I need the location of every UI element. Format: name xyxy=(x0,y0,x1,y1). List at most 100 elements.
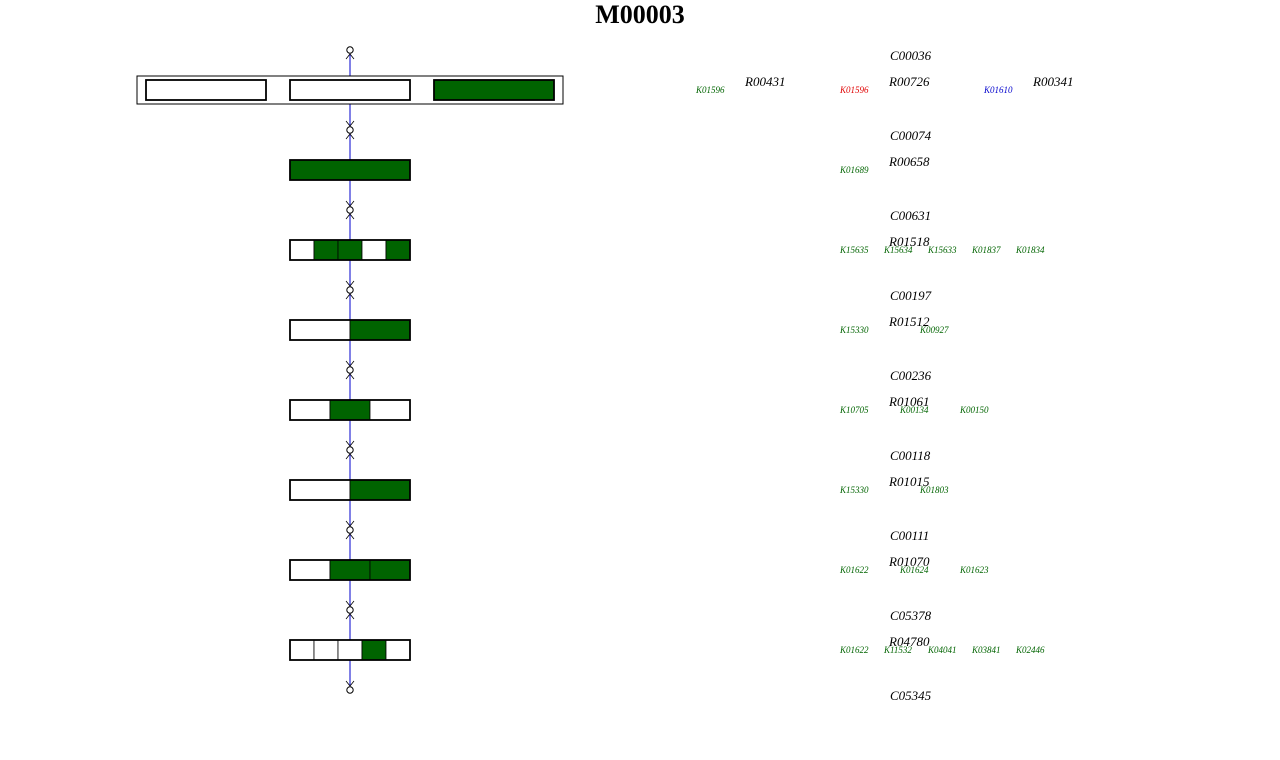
compound-label[interactable]: C00111 xyxy=(890,528,929,543)
ko-label[interactable]: K00150 xyxy=(959,405,989,415)
ortholog-box-present[interactable] xyxy=(433,79,555,101)
ko-label[interactable]: K01610 xyxy=(983,85,1013,95)
ko-label[interactable]: K01837 xyxy=(971,245,1001,255)
reaction-label[interactable]: R04780 xyxy=(888,634,930,649)
arrowhead xyxy=(345,613,355,620)
ko-label[interactable]: K11532 xyxy=(883,645,912,655)
ko-label[interactable]: K01803 xyxy=(919,485,949,495)
ortholog-box-present[interactable] xyxy=(349,319,411,341)
arrowhead xyxy=(345,200,355,207)
enzyme-block[interactable] xyxy=(289,559,411,581)
reaction-label[interactable]: R01518 xyxy=(888,234,930,249)
compound-label[interactable]: C05378 xyxy=(890,608,932,623)
reaction-label[interactable]: R01512 xyxy=(888,314,930,329)
ortholog-box-absent[interactable] xyxy=(145,79,267,101)
compound-node[interactable] xyxy=(346,286,354,294)
arrowhead xyxy=(345,533,355,540)
ortholog-box-present[interactable] xyxy=(329,559,371,581)
compound-node[interactable] xyxy=(346,526,354,534)
arrowhead xyxy=(345,120,355,127)
compound-node[interactable] xyxy=(346,366,354,374)
ko-label[interactable]: K15634 xyxy=(883,245,913,255)
ortholog-box-absent[interactable] xyxy=(289,479,351,501)
ko-label[interactable]: K01689 xyxy=(839,165,869,175)
ortholog-box-absent[interactable] xyxy=(289,79,411,101)
ko-label[interactable]: K15330 xyxy=(839,325,869,335)
enzyme-block[interactable] xyxy=(289,479,411,501)
compound-label[interactable]: C00631 xyxy=(890,208,931,223)
ortholog-box-absent[interactable] xyxy=(289,319,351,341)
compound-label[interactable]: C00118 xyxy=(890,448,931,463)
compound-node[interactable] xyxy=(346,686,354,694)
ko-label[interactable]: K10705 xyxy=(839,405,869,415)
enzyme-block[interactable] xyxy=(289,159,411,181)
ko-label[interactable]: K15633 xyxy=(927,245,957,255)
enzyme-block[interactable] xyxy=(145,79,267,101)
enzyme-block[interactable] xyxy=(289,239,411,261)
ortholog-box-absent[interactable] xyxy=(337,639,363,661)
ortholog-box-present[interactable] xyxy=(313,239,339,261)
ko-label[interactable]: K15635 xyxy=(839,245,869,255)
reaction-label[interactable]: R00726 xyxy=(888,74,930,89)
arrowhead xyxy=(345,680,355,687)
ortholog-box-absent[interactable] xyxy=(289,399,331,421)
arrowhead xyxy=(345,293,355,300)
ortholog-box-absent[interactable] xyxy=(313,639,339,661)
compound-label[interactable]: C00197 xyxy=(890,288,932,303)
ortholog-box-present[interactable] xyxy=(289,159,411,181)
ko-label[interactable]: K01596 xyxy=(695,85,725,95)
compound-label[interactable]: C05345 xyxy=(890,688,932,703)
reaction-label[interactable]: R01070 xyxy=(888,554,930,569)
ko-label[interactable]: K01622 xyxy=(839,645,869,655)
reaction-label[interactable]: R00658 xyxy=(888,154,930,169)
ortholog-box-absent[interactable] xyxy=(361,239,387,261)
enzyme-block[interactable] xyxy=(289,399,411,421)
ko-label[interactable]: K02446 xyxy=(1015,645,1045,655)
ortholog-box-present[interactable] xyxy=(329,399,371,421)
arrowhead xyxy=(345,453,355,460)
compound-node[interactable] xyxy=(346,126,354,134)
ko-label[interactable]: K15330 xyxy=(839,485,869,495)
enzyme-block[interactable] xyxy=(289,639,411,661)
ortholog-box-absent[interactable] xyxy=(369,399,411,421)
arrowhead xyxy=(345,280,355,287)
ko-label[interactable]: K01624 xyxy=(899,565,929,575)
reaction-label[interactable]: R00431 xyxy=(744,74,785,89)
reaction-label[interactable]: R01015 xyxy=(888,474,930,489)
enzyme-block[interactable] xyxy=(433,79,555,101)
arrowhead xyxy=(345,520,355,527)
ko-label[interactable]: K01596 xyxy=(839,85,869,95)
compound-node[interactable] xyxy=(346,46,354,54)
ortholog-box-present[interactable] xyxy=(349,479,411,501)
ko-label[interactable]: K01623 xyxy=(959,565,989,575)
ortholog-box-present[interactable] xyxy=(385,239,411,261)
arrowhead xyxy=(345,360,355,367)
compound-node[interactable] xyxy=(346,446,354,454)
ortholog-box-present[interactable] xyxy=(361,639,387,661)
ortholog-box-absent[interactable] xyxy=(289,559,331,581)
reaction-label[interactable]: R01061 xyxy=(888,394,929,409)
ortholog-box-present[interactable] xyxy=(369,559,411,581)
compound-label[interactable]: C00074 xyxy=(890,128,932,143)
compound-node[interactable] xyxy=(346,606,354,614)
ko-label[interactable]: K04041 xyxy=(927,645,957,655)
compound-label[interactable]: C00036 xyxy=(890,48,932,63)
enzyme-block[interactable] xyxy=(289,319,411,341)
reaction-label[interactable]: R00341 xyxy=(1032,74,1073,89)
enzyme-block[interactable] xyxy=(289,79,411,101)
ko-label[interactable]: K01622 xyxy=(839,565,869,575)
arrowhead xyxy=(345,440,355,447)
ortholog-box-absent[interactable] xyxy=(385,639,411,661)
ko-label[interactable]: K00927 xyxy=(919,325,949,335)
ortholog-box-absent[interactable] xyxy=(289,239,315,261)
ko-label[interactable]: K00134 xyxy=(899,405,929,415)
ortholog-box-absent[interactable] xyxy=(289,639,315,661)
compound-node[interactable] xyxy=(346,206,354,214)
arrowhead xyxy=(345,133,355,140)
ortholog-box-present[interactable] xyxy=(337,239,363,261)
compound-label[interactable]: C00236 xyxy=(890,368,932,383)
ko-label[interactable]: K03841 xyxy=(971,645,1001,655)
ko-label[interactable]: K01834 xyxy=(1015,245,1045,255)
arrowhead xyxy=(345,53,355,60)
